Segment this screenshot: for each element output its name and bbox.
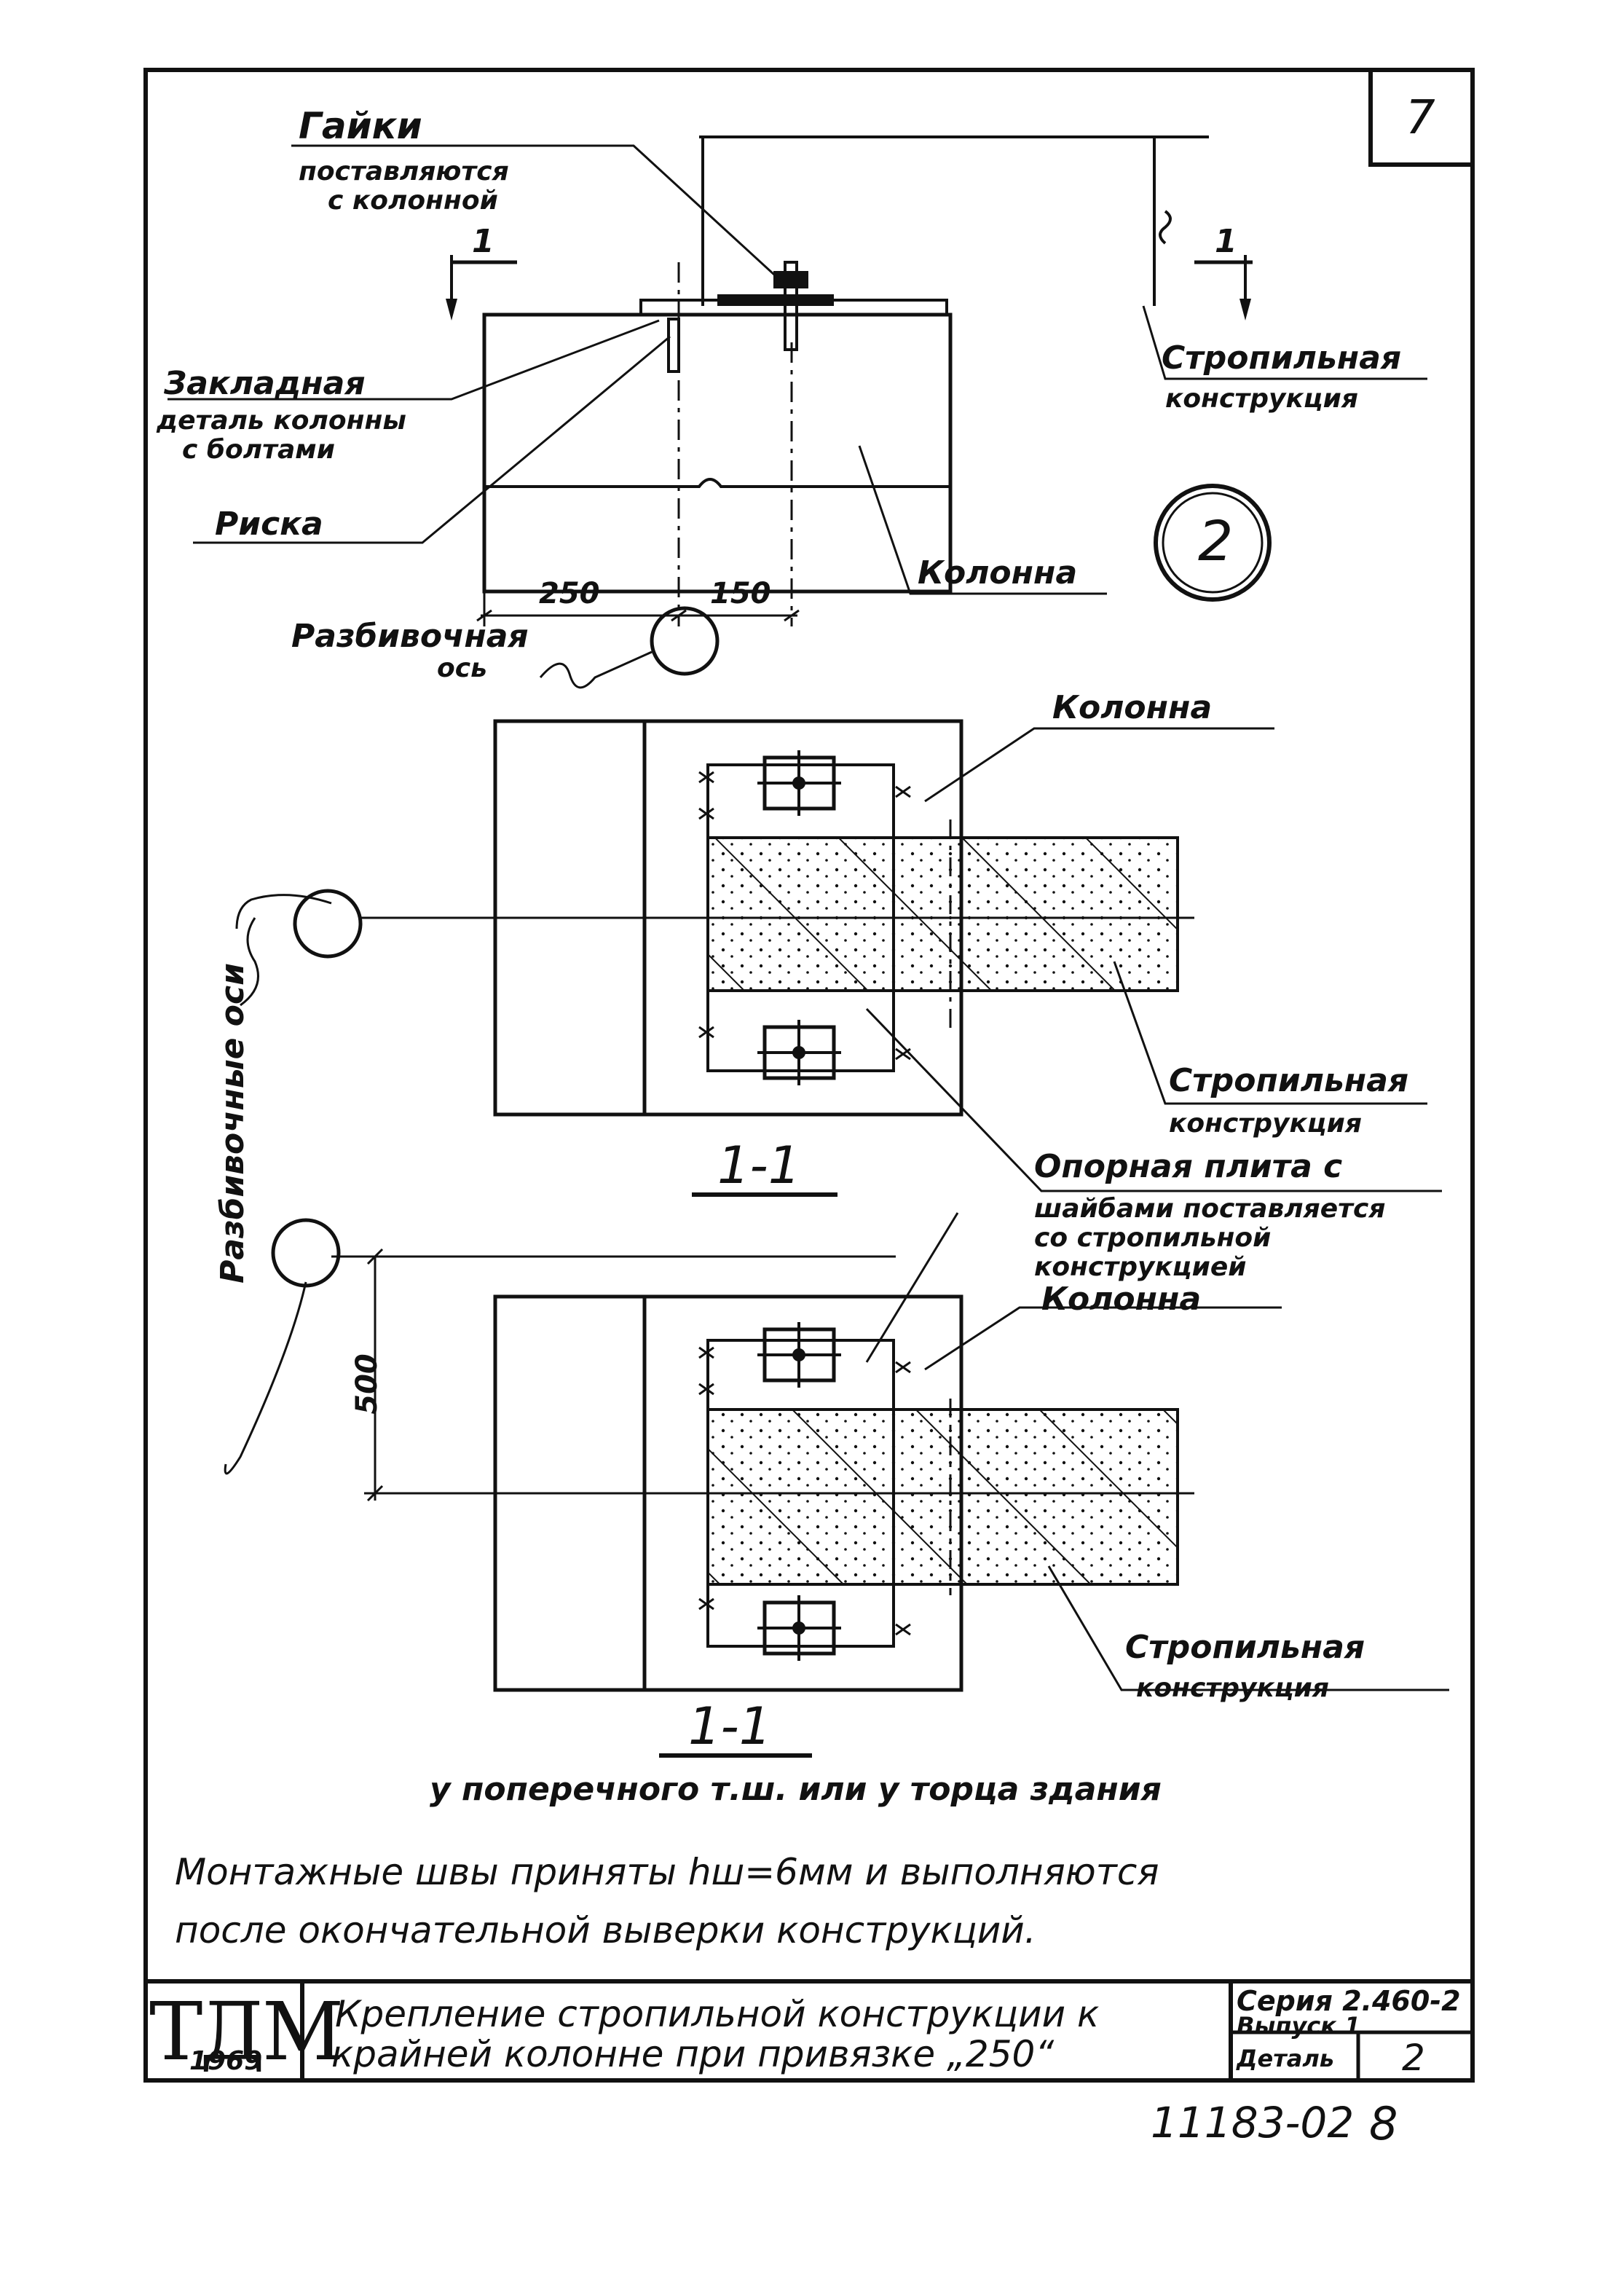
dim-250: 250 xyxy=(539,577,600,610)
axis-label: Разбивочная xyxy=(291,618,529,655)
rafter-label-plan-bottom-line2: конструкция xyxy=(1136,1673,1329,1703)
risk-label: Риска xyxy=(215,506,323,543)
rafter-label-plan-bottom: Стропильная xyxy=(1125,1629,1365,1666)
support-plate-label-line4: конструкцией xyxy=(1034,1252,1247,1282)
dim-500: 500 xyxy=(350,1353,384,1415)
rafter-label-plan-top: Стропильная xyxy=(1169,1062,1409,1099)
title-line-2: крайней колонне при привязке „250“ xyxy=(331,2033,1055,2075)
title-line-1: Крепление стропильной конструкции к xyxy=(335,1993,1100,2035)
rafter-label-top-line2: конструкция xyxy=(1165,384,1358,414)
elevation-view xyxy=(167,135,1427,689)
plan-bottom-view xyxy=(224,894,1449,1758)
rafter-label-plan-top-line2: конструкция xyxy=(1169,1109,1362,1139)
section-title-bottom: 1-1 xyxy=(688,1697,772,1756)
detail-number: 2 xyxy=(1198,508,1234,573)
axis-bubble-plan-top xyxy=(293,889,363,959)
issue-label: Выпуск 1 xyxy=(1237,2012,1361,2040)
series-label: Серия 2.460-2 xyxy=(1237,1985,1461,2017)
page-number: 7 xyxy=(1406,91,1435,145)
section-mark-right: 1 xyxy=(1215,223,1237,260)
document-number: 11183-02 xyxy=(1151,2098,1355,2147)
detail-label: Деталь xyxy=(1237,2045,1335,2072)
rafter-label-top: Стропильная xyxy=(1162,339,1402,377)
tdm-logo: ТДМ xyxy=(149,1985,344,2078)
column-label-elevation: Колонна xyxy=(918,554,1078,591)
title-block xyxy=(146,1979,1473,2080)
embedded-part-label-line2: деталь колонны xyxy=(157,406,406,436)
support-plate-label: Опорная плита с xyxy=(1034,1148,1343,1185)
plan-bottom-caption: у поперечного т.ш. или у торца здания xyxy=(430,1771,1162,1808)
embedded-part-label: Закладная xyxy=(164,365,366,402)
axis-bubble-plan-bottom xyxy=(271,1218,341,1288)
support-plate-label-line3: со стропильной xyxy=(1034,1223,1272,1253)
detail-value: 2 xyxy=(1402,2037,1425,2079)
page-number-box xyxy=(1368,68,1475,167)
note-line-2: после окончательной выверки конструкций. xyxy=(175,1909,1036,1951)
column-label-plan-bottom: Колонна xyxy=(1041,1281,1202,1318)
note-line-1: Монтажные швы приняты hш=6мм и выполняют… xyxy=(175,1851,1159,1893)
column-elevation xyxy=(482,312,953,594)
support-plate-label-line2: шайбами поставляется xyxy=(1034,1194,1386,1224)
bottom-page-number: 8 xyxy=(1369,2097,1398,2150)
axis-label-line2: ось xyxy=(437,653,487,683)
column-label-plan-top: Колонна xyxy=(1052,689,1213,726)
embedded-part-label-line3: с болтами xyxy=(182,435,335,465)
sheet-border xyxy=(143,68,1475,2083)
detail-circle xyxy=(1154,484,1272,602)
section-mark-left: 1 xyxy=(472,223,494,260)
axis-bubble-top xyxy=(650,606,720,676)
dim-150: 150 xyxy=(710,577,771,610)
nuts-label-line3: с колонной xyxy=(328,186,498,216)
nuts-label: Гайки xyxy=(299,105,422,147)
nuts-label-line2: поставляются xyxy=(299,157,509,186)
section-title-top: 1-1 xyxy=(717,1136,801,1195)
plan-top-view xyxy=(293,719,1442,1197)
axes-label-vertical: Разбивочные оси xyxy=(213,963,251,1283)
title-year: 1969 xyxy=(189,2046,263,2076)
